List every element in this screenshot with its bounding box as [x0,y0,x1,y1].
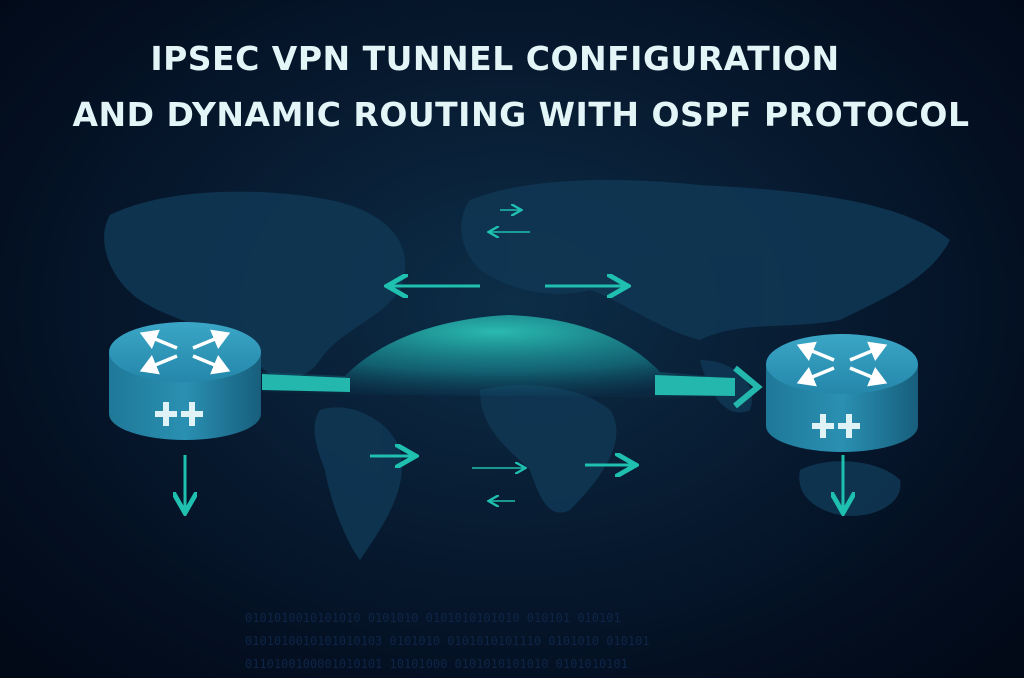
traffic-arrows [185,210,843,510]
title-line-1: IPSEC VPN TUNNEL CONFIGURATION [150,39,839,78]
router-left-icon [109,322,261,440]
title-line-2: AND DYNAMIC ROUTING WITH OSPF PROTOCOL [73,95,970,134]
tunnel-arrowhead-icon [733,365,763,409]
binary-line: 0101010010101010 0101010 0101010101010 0… [245,611,621,625]
binary-line: 0101010010101010103 0101010 010101010111… [245,634,650,648]
router-right-icon [766,334,918,452]
vpn-tunnel-arc [262,315,763,409]
world-map [104,180,950,560]
binary-background: 0101010010101010 0101010 0101010101010 0… [245,611,650,671]
binary-line: 0110100100001010101 10101000 01010101010… [245,657,628,671]
